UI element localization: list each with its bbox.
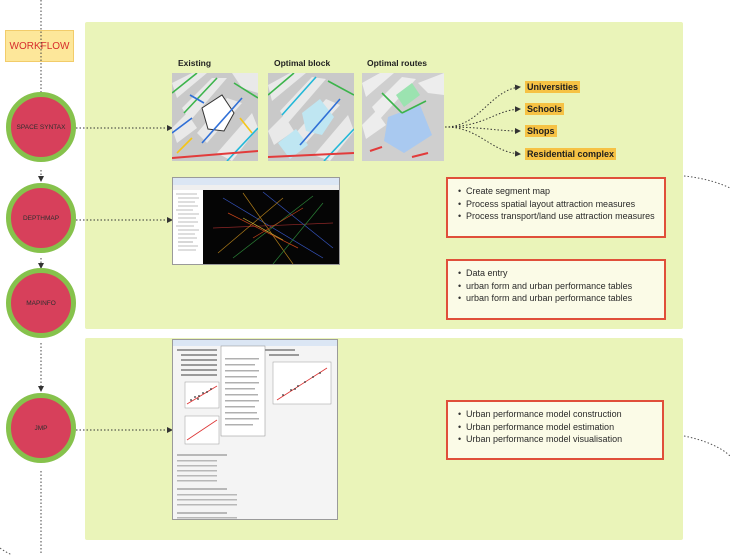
destination-shops: Shops [525, 125, 557, 137]
node-jmp: JMP [6, 393, 76, 463]
mapinfo-info-box: Data entry urban form and urban performa… [446, 259, 666, 320]
destination-schools: Schools [525, 103, 565, 115]
map-optimal-routes [362, 73, 444, 161]
map-title-optimal-routes: Optimal routes [367, 58, 427, 68]
depthmap-task: Create segment map [458, 185, 654, 198]
jmp-task: Urban performance model visualisation [458, 433, 652, 446]
destination-universities: Universities [525, 81, 581, 93]
jmp-task: Urban performance model estimation [458, 421, 652, 434]
depthmap-task-list: Create segment map Process spatial layou… [458, 185, 655, 223]
jmp-task-list: Urban performance model construction Urb… [458, 408, 652, 446]
mapinfo-task: urban form and urban performance tables [458, 280, 654, 293]
workflow-label: WORKFLOW [5, 30, 74, 62]
node-space-syntax: SPACE SYNTAX [6, 92, 76, 162]
jmp-screenshot [172, 339, 338, 520]
map-optimal-block [268, 73, 354, 161]
node-label: JMP [34, 424, 48, 432]
map-title-existing: Existing [178, 58, 212, 68]
mapinfo-task: Data entry [458, 267, 654, 280]
depthmap-task: Process spatial layout attraction measur… [458, 198, 654, 211]
node-mapinfo: MAPINFO [6, 268, 76, 338]
node-label: DEPTHMAP [22, 214, 60, 222]
depthmap-screenshot [172, 177, 340, 265]
mapinfo-task: urban form and urban performance tables [458, 292, 654, 305]
map-existing [172, 73, 258, 161]
depthmap-task: Process transport/land use attraction me… [458, 210, 655, 223]
depthmap-info-box: Create segment map Process spatial layou… [446, 177, 666, 238]
destination-residential-complex: Residential complex [525, 148, 617, 160]
mapinfo-task-list: Data entry urban form and urban performa… [458, 267, 654, 305]
node-label: MAPINFO [26, 299, 56, 307]
jmp-info-box: Urban performance model construction Urb… [446, 400, 664, 460]
node-label: SPACE SYNTAX [16, 123, 66, 131]
jmp-task: Urban performance model construction [458, 408, 652, 421]
depthmap-window [173, 178, 339, 264]
node-depthmap: DEPTHMAP [6, 183, 76, 253]
map-title-optimal-block: Optimal block [274, 58, 331, 68]
jmp-window [173, 340, 337, 519]
